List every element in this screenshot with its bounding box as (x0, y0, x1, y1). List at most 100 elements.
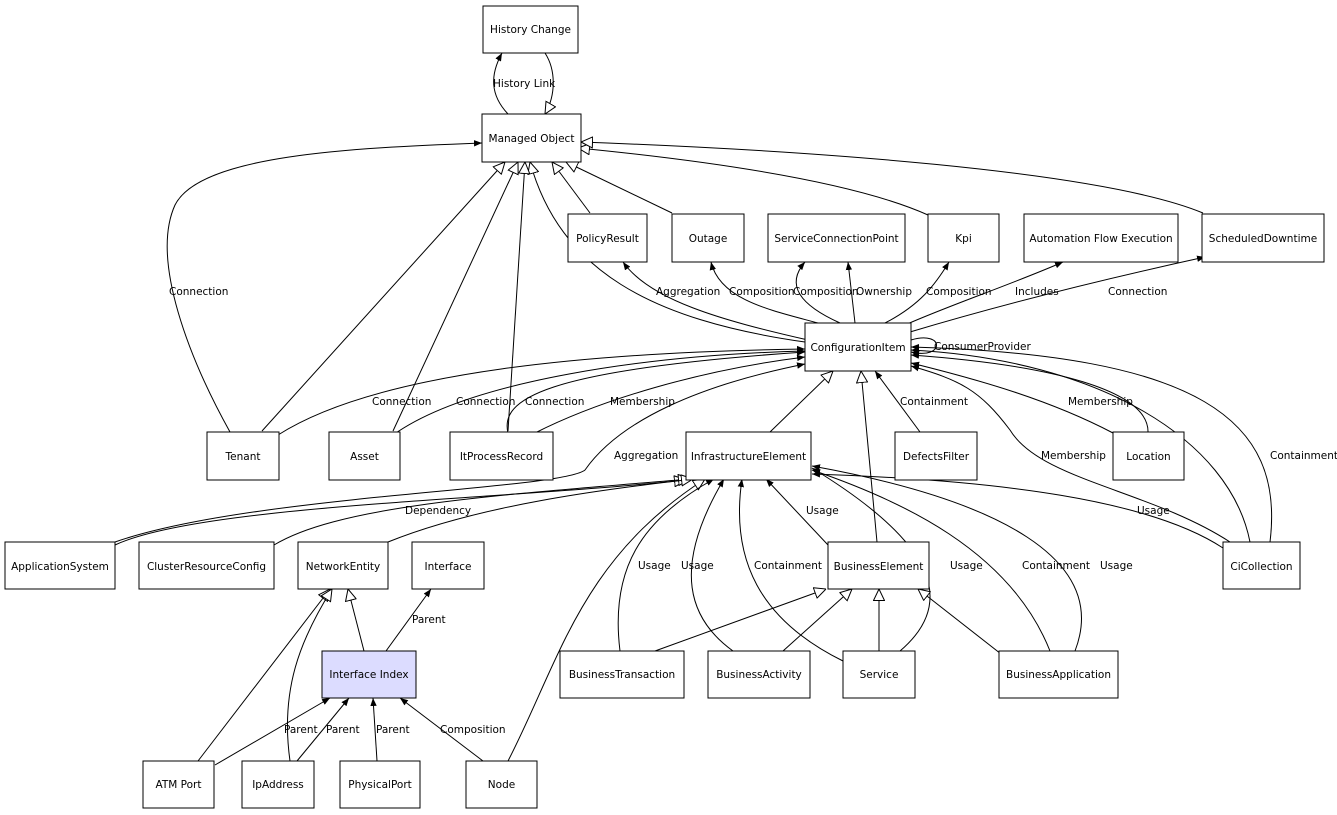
edge-cicoll-ie (811, 471, 1224, 549)
node-managed-object[interactable]: Managed Object (481, 113, 582, 163)
node-business-element[interactable]: BusinessElement (827, 541, 930, 590)
node-label: History Change (490, 24, 571, 36)
edge-cicoll-ci-membership (910, 365, 1231, 543)
edge-policyresult-mo (552, 162, 591, 214)
edge-label-membership-itpr-ci: Membership (610, 396, 675, 408)
edge-asset-ci (392, 348, 806, 436)
edge-label-membership-location: Membership (1068, 396, 1133, 408)
edge-asset-mo (392, 162, 518, 432)
edge-label-ownership-scp: Ownership (856, 286, 912, 298)
node-atm-port[interactable]: ATM Port (142, 760, 215, 809)
edge-label-connection-asset-ci: Connection (456, 396, 515, 408)
node-business-activity[interactable]: BusinessActivity (707, 650, 811, 699)
edge-ii-interface (385, 588, 432, 652)
node-label: BusinessElement (834, 561, 924, 573)
node-kpi[interactable]: Kpi (927, 213, 1000, 263)
edge-label-connection-tenant-mo: Connection (169, 286, 228, 298)
node-network-entity[interactable]: NetworkEntity (297, 541, 389, 590)
node-label: Outage (689, 233, 728, 245)
edge-label-parent-atm: Parent (284, 724, 318, 736)
node-configuration-item[interactable]: ConfigurationItem (804, 322, 912, 372)
edge-ci-mo (530, 162, 806, 343)
edge-ci-scp-ownership (845, 261, 856, 324)
node-outage[interactable]: Outage (671, 213, 745, 263)
edge-label-connection-sd: Connection (1108, 286, 1167, 298)
edge-ci-scp-composition (795, 261, 841, 324)
edge-ie-ci (769, 371, 833, 433)
edge-label-containment-defects: Containment (900, 396, 968, 408)
edge-itpr-ci-membership (534, 354, 806, 434)
node-label: ItProcessRecord (460, 451, 543, 463)
edge-label-includes-afe: Includes (1015, 286, 1059, 298)
node-ip-address[interactable]: IpAddress (241, 760, 315, 809)
node-label: NetworkEntity (306, 561, 381, 573)
node-label: PolicyResult (576, 233, 639, 245)
edge-defects-ci (874, 370, 921, 433)
edge-ba-be (782, 589, 852, 652)
edge-bapp-be (918, 589, 1011, 662)
edge-label-containment-bapp-ie: Containment (1022, 560, 1090, 572)
node-label: BusinessTransaction (569, 669, 675, 681)
edge-appsys-ie (114, 480, 686, 546)
node-label: PhysicalPort (348, 779, 412, 791)
node-application-system[interactable]: ApplicationSystem (4, 541, 116, 590)
edge-bt-be (654, 589, 826, 652)
node-business-application[interactable]: BusinessApplication (998, 650, 1119, 699)
node-policy-result[interactable]: PolicyResult (567, 213, 648, 263)
node-it-process-record[interactable]: ItProcessRecord (449, 431, 554, 481)
node-label: IpAddress (252, 779, 304, 791)
edge-history-link-up (493, 52, 509, 115)
node-cluster-resource-config[interactable]: ClusterResourceConfig (138, 541, 275, 590)
node-ci-collection[interactable]: CiCollection (1222, 541, 1301, 590)
node-service-connection-point[interactable]: ServiceConnectionPoint (767, 213, 906, 263)
edge-label-containment-service-ie: Containment (754, 560, 822, 572)
node-service[interactable]: Service (842, 650, 916, 699)
node-scheduled-downtime[interactable]: ScheduledDowntime (1201, 213, 1325, 263)
edge-service-ie-containment (737, 478, 844, 662)
node-business-transaction[interactable]: BusinessTransaction (559, 650, 685, 699)
edge-label-dependency: Dependency (405, 505, 471, 517)
edge-label-usage-be-ie: Usage (806, 505, 839, 517)
edge-outage-mo (566, 162, 673, 214)
edge-cicoll-ci-inherit (910, 347, 1251, 543)
edge-label-parent-ip: Parent (326, 724, 360, 736)
edge-label-composition-scp: Composition (793, 286, 859, 298)
node-tenant[interactable]: Tenant (206, 431, 280, 481)
edge-location-ci (910, 361, 1114, 434)
node-label: ConfigurationItem (810, 342, 905, 354)
edge-tenant-mo-connection (166, 140, 483, 433)
node-node[interactable]: Node (465, 760, 538, 809)
node-label: Managed Object (489, 133, 575, 145)
edge-label-aggregation-policy: Aggregation (656, 286, 720, 298)
node-asset[interactable]: Asset (328, 431, 401, 481)
node-label: Automation Flow Execution (1029, 233, 1172, 245)
edge-label-usage-cicoll-ie: Usage (1137, 505, 1170, 517)
edge-kpi-mo (578, 148, 929, 216)
edge-bapp-ie-usage (811, 464, 1082, 652)
node-infrastructure-element[interactable]: InfrastructureElement (685, 431, 812, 481)
node-physical-port[interactable]: PhysicalPort (339, 760, 421, 809)
node-history-change[interactable]: History Change (482, 5, 579, 54)
node-interface[interactable]: Interface (411, 541, 485, 590)
edge-ci-kpi (884, 261, 950, 324)
edge-label-usage-ba-ie: Usage (681, 560, 714, 572)
node-location[interactable]: Location (1112, 431, 1185, 481)
edge-label-usage-bapp-ie: Usage (1100, 560, 1133, 572)
edge-tenant-mo (261, 162, 505, 432)
edge-cicoll-ci-containment (910, 344, 1273, 543)
node-defects-filter[interactable]: DefectsFilter (894, 431, 978, 481)
edge-label-composition-node: Composition (440, 724, 506, 736)
node-interface-index[interactable]: Interface Index (321, 650, 417, 699)
edge-label-composition-kpi: Composition (926, 286, 992, 298)
edge-ci-sd (909, 255, 1206, 333)
node-label: ScheduledDowntime (1209, 233, 1317, 245)
edge-ne-ie (387, 479, 693, 543)
edge-bapp-ie-containment (811, 469, 1051, 652)
edge-label-usage-service-ie: Usage (950, 560, 983, 572)
edge-ip-ne (286, 589, 332, 762)
node-label: ATM Port (156, 779, 202, 791)
node-label: Interface (424, 561, 471, 573)
node-automation-flow-execution[interactable]: Automation Flow Execution (1023, 213, 1179, 263)
node-label: Kpi (955, 233, 971, 245)
